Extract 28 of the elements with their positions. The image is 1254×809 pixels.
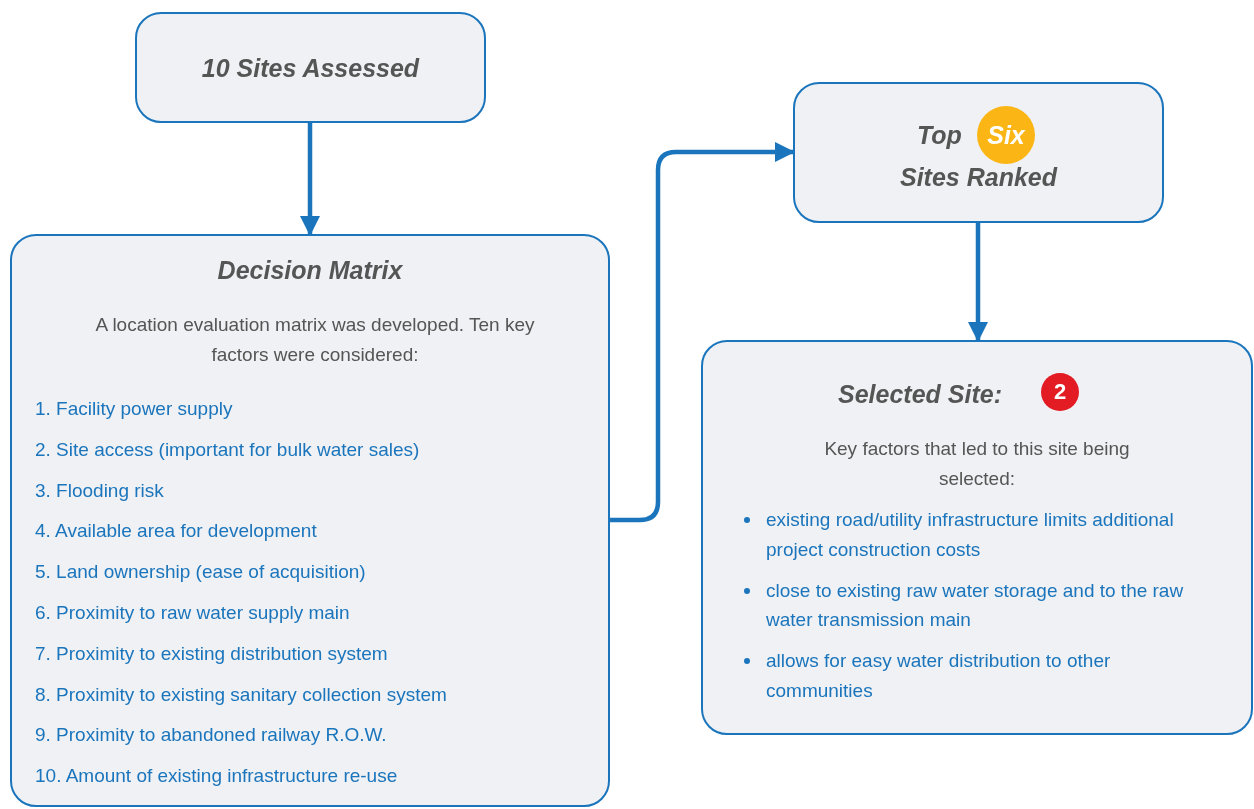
box-title: 10 Sites Assessed [200,54,421,83]
list-item: 2. Site access (important for bulk water sales) [35,437,420,461]
box-title: Sites Ranked [899,163,1059,192]
box-title: Decision Matrix [216,256,404,285]
process-box [701,340,1253,735]
list-item: 1. Facility power supply [35,397,233,420]
list-item: 9. Proximity to abandoned railway R.O.W. [35,723,387,747]
highlight-badge: Six [977,106,1035,164]
arrow [299,123,321,237]
list-item: 10. Amount of existing infrastructure re-use [35,764,398,788]
arrow [967,223,989,343]
description-text: Key factors that led to this site being selected: [823,437,1131,491]
box-title: Top [917,121,962,150]
bullet-item: existing road/utility infrastructure limits additional project construction costs [766,508,1175,562]
process-box [10,234,610,807]
list-item: 8. Proximity to existing sanitary collection system [35,682,447,706]
list-item: 5. Land ownership (ease of acquisition) [35,560,366,584]
process-box [793,82,1164,223]
list-item: 6. Proximity to raw water supply main [35,601,350,624]
number-badge: 2 [1041,373,1079,411]
box-title: Selected Site: [838,380,1002,409]
bullet-item: allows for easy water distribution to other communities [766,649,1112,703]
bullet-item: close to existing raw water storage and to the raw water transmission main [766,578,1185,632]
list-item: 7. Proximity to existing distribution system [35,641,388,665]
list-item: 4. Available area for development [35,519,317,543]
description-text: A location evaluation matrix was developed. Ten key factors were considered: [94,313,536,367]
process-box [135,12,486,123]
list-item: 3. Flooding risk [35,478,164,502]
